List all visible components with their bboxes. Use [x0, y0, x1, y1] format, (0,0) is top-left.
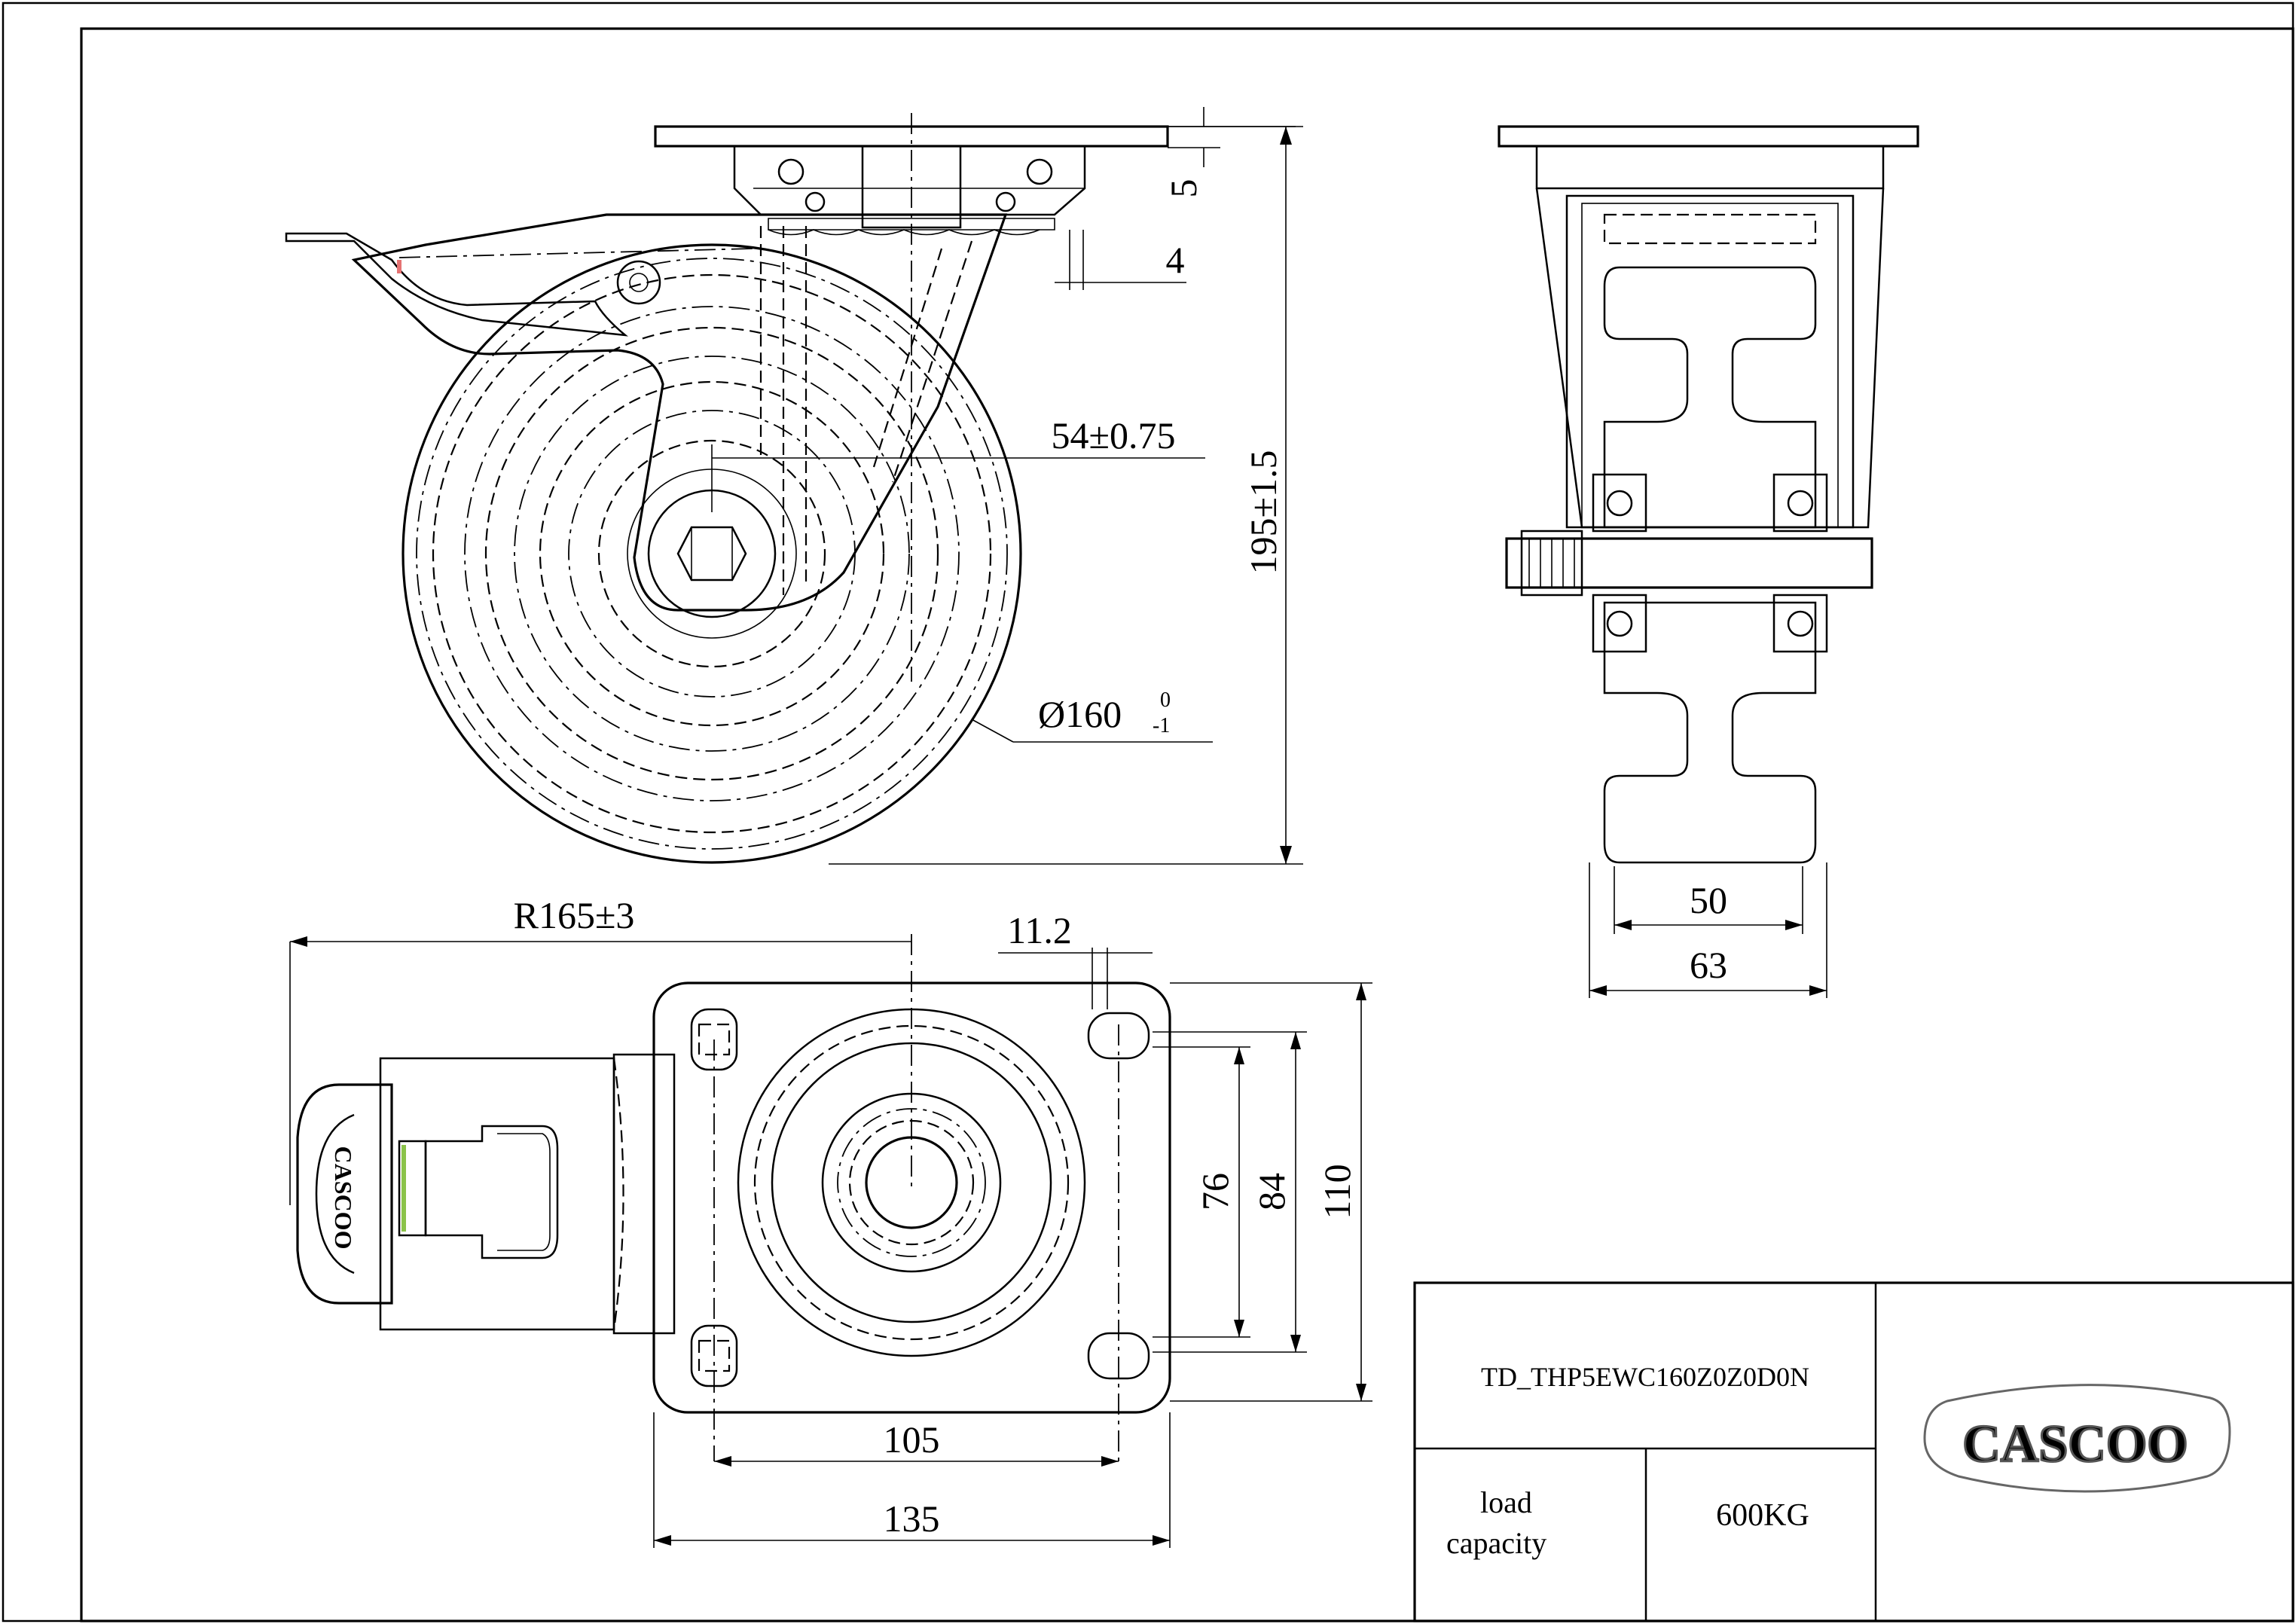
axle	[1505, 537, 1873, 589]
side-view-dimensions: 5 4 54±0.75 195±1.5 Ø160 0 -1	[711, 107, 1303, 865]
dim-50: 50	[1690, 879, 1727, 921]
part-number: TD_THP5EWC160Z0Z0D0N	[1481, 1362, 1809, 1392]
title-block: TD_THP5EWC160Z0Z0D0N load capacity 600KG…	[1413, 1281, 2294, 1622]
cascoo-logo: CASCOO	[1923, 1384, 2231, 1493]
dim-11-2: 11.2	[1007, 909, 1072, 951]
front-view-dimensions: 50 63	[1589, 862, 1827, 998]
axle-nut	[676, 526, 747, 582]
top-view: CASCOO	[296, 934, 1171, 1461]
wheel-side	[401, 243, 1022, 864]
dim-diameter-160: Ø160	[1038, 693, 1122, 735]
dim-76: 76	[1194, 1173, 1236, 1210]
dim-63: 63	[1690, 944, 1727, 986]
wheel-front-lower	[1603, 601, 1817, 864]
brake-pedal	[296, 1083, 393, 1305]
dim-diameter-tol-lower: -1	[1153, 714, 1170, 737]
dim-195: 195±1.5	[1242, 450, 1284, 575]
load-label-line1: load	[1480, 1485, 1532, 1519]
load-label-line2: capacity	[1446, 1526, 1546, 1560]
brake-lever	[285, 232, 754, 337]
fork-leg	[351, 213, 1008, 612]
front-view	[1498, 125, 1919, 864]
dim-4: 4	[1166, 239, 1185, 281]
dim-105: 105	[884, 1418, 940, 1461]
load-value: 600KG	[1716, 1498, 1809, 1533]
dim-r165: R165±3	[514, 894, 635, 936]
dim-110: 110	[1316, 1164, 1358, 1219]
swivel-pin	[616, 260, 661, 305]
side-view	[285, 113, 1169, 864]
dim-135: 135	[884, 1497, 940, 1540]
dim-84: 84	[1250, 1173, 1293, 1210]
dim-54: 54±0.75	[1052, 414, 1176, 456]
wheel-front-upper	[1603, 266, 1817, 529]
brake-pedal-logo: CASCOO	[330, 1146, 357, 1250]
logo-text: CASCOO	[1962, 1415, 2188, 1473]
dim-5: 5	[1162, 179, 1204, 198]
top-view-dimensions: R165±3 11.2 76 84 110 105	[289, 894, 1372, 1548]
dim-diameter-tol-upper: 0	[1160, 688, 1171, 712]
